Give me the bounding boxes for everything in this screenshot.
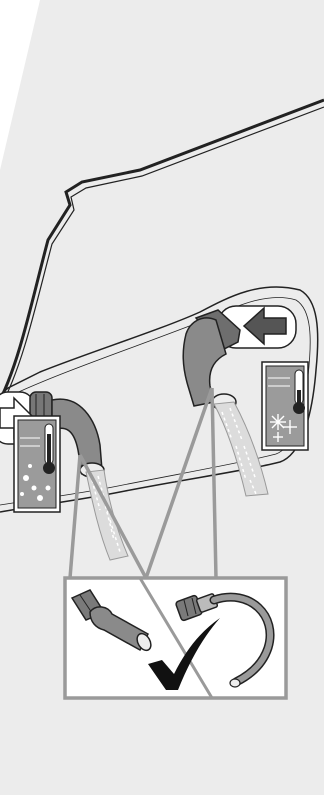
cold-water-snowflake-icon (262, 362, 308, 450)
hot-water-thermometer-icon (14, 416, 60, 512)
